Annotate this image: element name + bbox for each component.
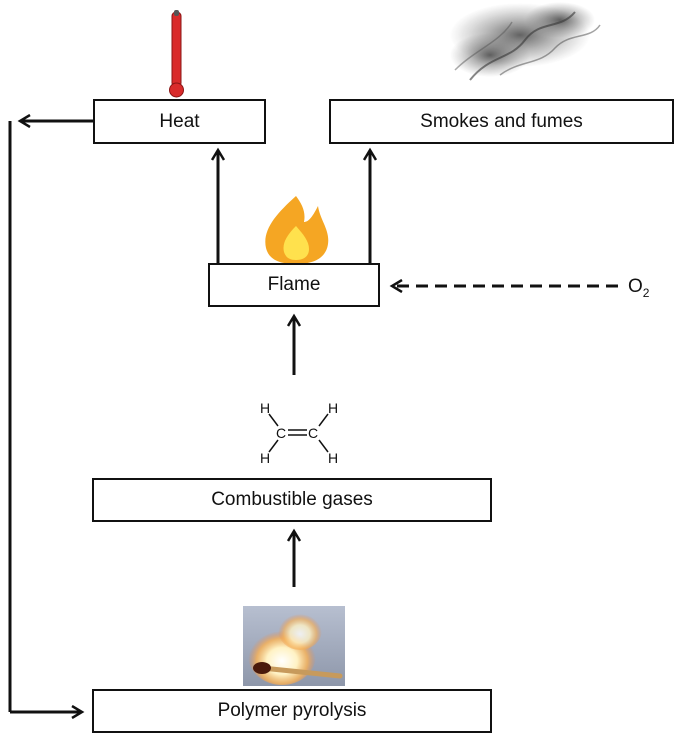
svg-text:C: C: [308, 425, 318, 441]
flame-label: Flame: [267, 274, 321, 295]
ethylene-molecule-icon: H H H H C C: [260, 400, 338, 466]
svg-text:H: H: [260, 400, 270, 416]
arrow-heat-feedback-loop: [8, 121, 93, 712]
svg-text:H: H: [328, 400, 338, 416]
burning-match-image: [243, 606, 345, 686]
heat-label: Heat: [159, 110, 200, 132]
svg-text:H: H: [328, 450, 338, 466]
gases-label: Combustible gases: [211, 489, 373, 510]
svg-text:C: C: [276, 425, 286, 441]
flame-box: Flame: [208, 263, 380, 307]
smoke-icon: [450, 2, 601, 81]
thermometer-icon: [169, 10, 184, 98]
smokes-label: Smokes and fumes: [420, 110, 583, 132]
svg-text:H: H: [260, 450, 270, 466]
smokes-and-fumes-box: Smokes and fumes: [329, 99, 674, 144]
polymer-pyrolysis-box: Polymer pyrolysis: [92, 689, 492, 733]
pyrolysis-label: Polymer pyrolysis: [217, 700, 367, 721]
heat-box: Heat: [93, 99, 266, 144]
combustible-gases-box: Combustible gases: [92, 478, 492, 522]
oxygen-label: O2: [628, 276, 650, 300]
flame-icon: [265, 196, 329, 264]
